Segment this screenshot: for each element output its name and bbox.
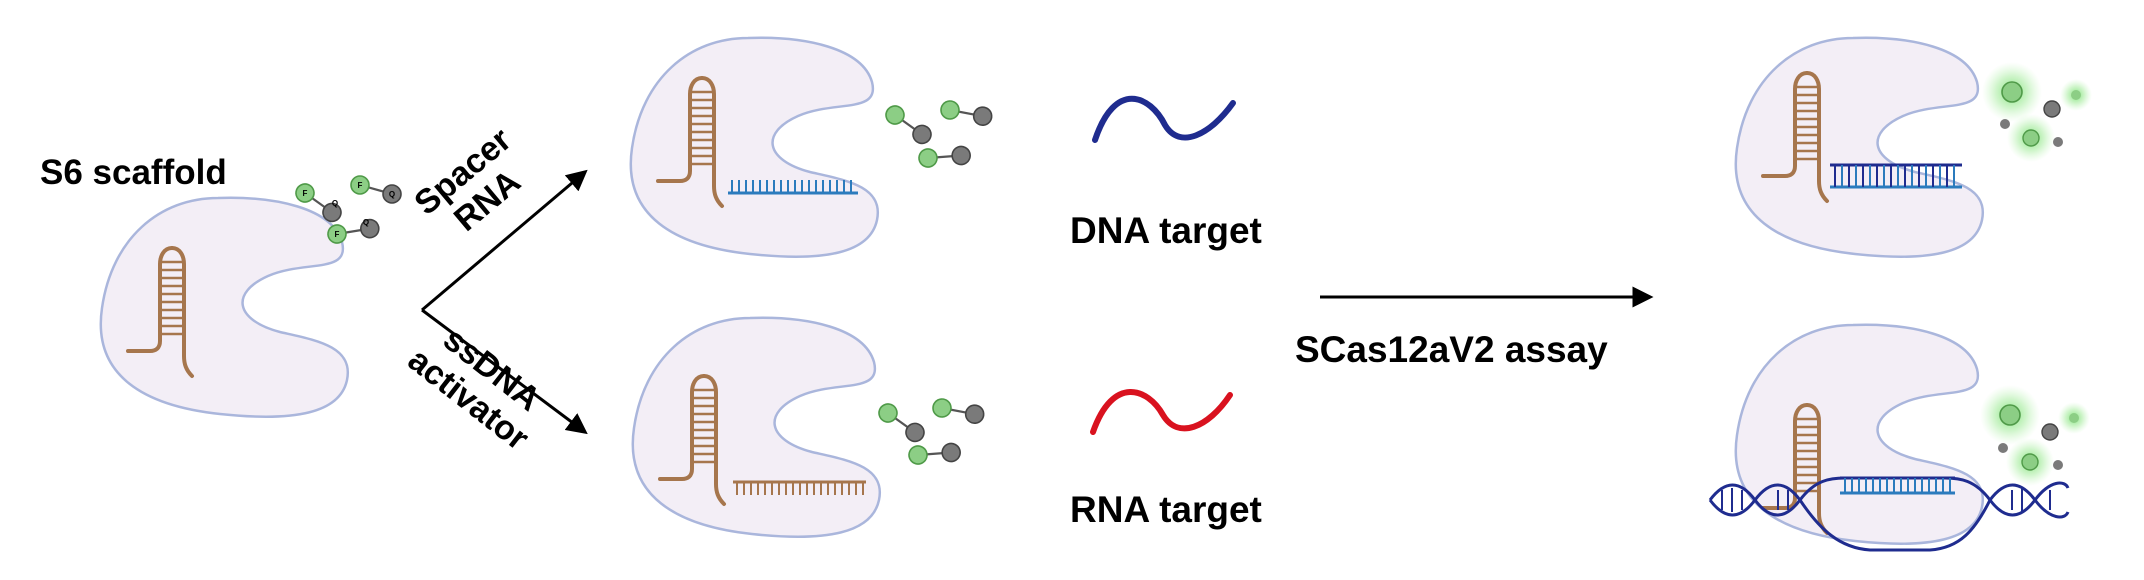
scaffold-protein-icon	[1734, 323, 1985, 545]
cleaved-reporter-icon	[1980, 385, 2090, 486]
rna-strand-icon	[1090, 389, 1233, 435]
ssdna-activator-strand	[733, 480, 866, 495]
scaffold-protein-icon	[99, 196, 350, 418]
double-helix-icon	[1708, 476, 2070, 552]
reporter-icon	[872, 394, 986, 477]
fluor-letter: F	[303, 189, 308, 198]
rna-dna-duplex	[1840, 476, 1955, 495]
dna-rna-duplex	[1830, 163, 1962, 189]
scaffold-protein-icon	[629, 36, 880, 258]
fluor-letter: F	[335, 230, 340, 239]
scaffold-protein-icon	[631, 316, 882, 538]
arrow-icon	[421, 169, 588, 435]
quencher-letter: Q	[332, 199, 338, 208]
dna-target-label: DNA target	[1070, 210, 1262, 251]
dna-strand-icon	[1092, 95, 1236, 143]
scaffold-label: S6 scaffold	[40, 153, 227, 192]
rna-target-label: RNA target	[1070, 489, 1262, 530]
spacer-rna-strand	[728, 180, 858, 195]
fluor-letter: F	[358, 181, 363, 190]
cleaved-reporter-icon	[1982, 62, 2092, 162]
quencher-letter: Q	[389, 190, 395, 199]
quencher-letter: Q	[363, 218, 369, 227]
assay-label: SCas12aV2 assay	[1295, 329, 1608, 370]
scaffold-protein-icon	[1734, 36, 1985, 258]
reporter-icon	[879, 96, 994, 180]
